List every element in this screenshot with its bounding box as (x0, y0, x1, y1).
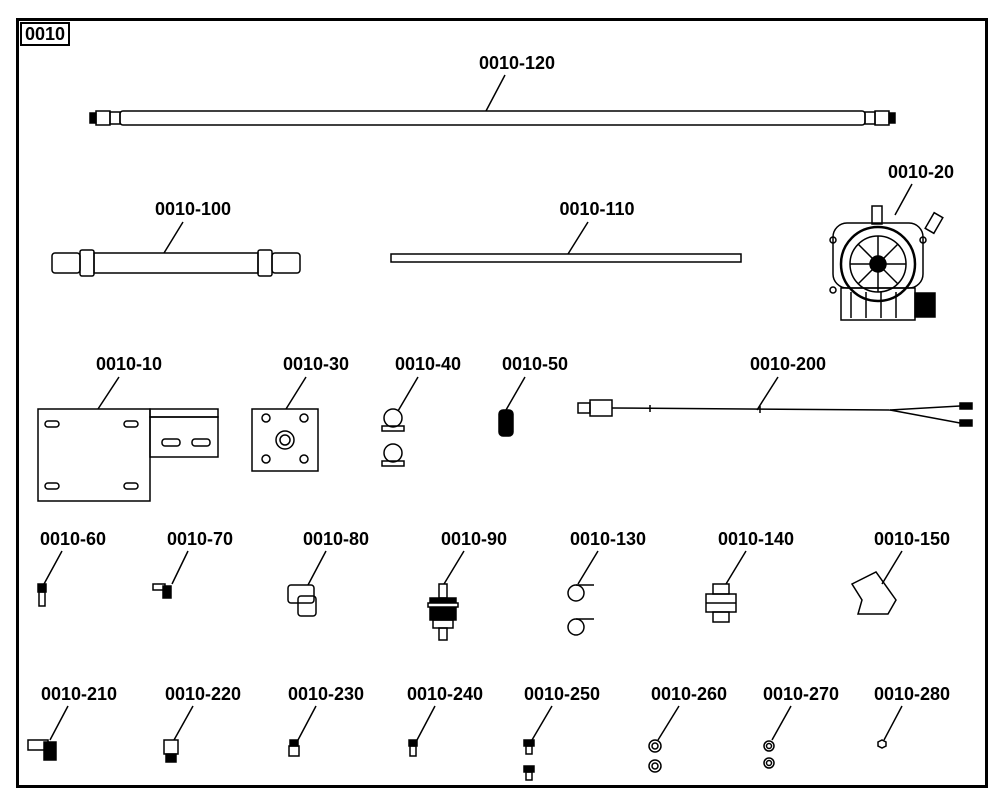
part-label: 0010-200 (750, 354, 826, 374)
leader-line (657, 705, 680, 741)
part-label: 0010-100 (155, 199, 231, 219)
part-0010-260[interactable]: 0010-260 (648, 684, 727, 773)
part-label: 0010-110 (559, 199, 634, 219)
part-label: 0010-240 (407, 684, 483, 704)
part-0010-230[interactable]: 0010-230 (288, 684, 364, 757)
leader-line (894, 183, 913, 216)
coupling-drawing (163, 739, 179, 763)
leader-line (443, 550, 465, 585)
part-0010-270[interactable]: 0010-270 (763, 684, 839, 769)
part-label: 0010-10 (96, 354, 162, 374)
part-0010-140[interactable]: 0010-140 (705, 529, 794, 623)
plate-drawing (251, 408, 319, 472)
hose-section-drawing (51, 249, 301, 277)
part-label: 0010-280 (874, 684, 950, 704)
leader-line (171, 550, 189, 585)
wiring-harness-drawing (577, 399, 973, 427)
part-0010-200[interactable]: 0010-200 (577, 354, 973, 427)
leader-line (756, 376, 779, 411)
elbow-fitting-drawing (27, 739, 57, 761)
plug-drawing (288, 739, 300, 757)
leader-line (505, 376, 526, 411)
filter-drawing (427, 583, 459, 641)
part-label: 0010-50 (502, 354, 568, 374)
leader-line (43, 550, 63, 585)
grommet-drawing (498, 409, 514, 437)
part-0010-130[interactable]: 0010-130 (567, 529, 646, 636)
leader-line (567, 221, 589, 255)
union-drawing (705, 583, 737, 623)
part-label: 0010-90 (441, 529, 507, 549)
part-0010-280[interactable]: 0010-280 (874, 684, 950, 749)
part-0010-120[interactable]: 0010-120 (89, 53, 896, 126)
leader-line (531, 705, 553, 741)
part-label: 0010-130 (570, 529, 646, 549)
nipple-drawing (408, 739, 418, 757)
part-0010-250[interactable]: 0010-250 (523, 684, 600, 781)
part-label: 0010-220 (165, 684, 241, 704)
bolt-pair-drawing (523, 739, 535, 781)
part-label: 0010-120 (479, 53, 555, 73)
part-0010-80[interactable]: 0010-80 (287, 529, 369, 617)
part-0010-60[interactable]: 0010-60 (37, 529, 106, 607)
leader-line (883, 705, 903, 741)
section-tag: 0010 (20, 22, 70, 46)
bracket-drawing (37, 408, 219, 502)
leader-line (163, 221, 184, 254)
leader-line (881, 550, 903, 585)
street-elbow-drawing (287, 584, 317, 617)
part-label: 0010-20 (888, 162, 954, 182)
part-0010-40[interactable]: 0010-40 (381, 354, 461, 467)
part-label: 0010-30 (283, 354, 349, 374)
part-0010-70[interactable]: 0010-70 (152, 529, 233, 599)
hose-clamp-drawing (381, 408, 405, 467)
leader-line (173, 705, 194, 741)
strip-drawing (390, 253, 742, 263)
elbow-fitting-drawing (152, 583, 172, 599)
part-label: 0010-70 (167, 529, 233, 549)
part-0010-10[interactable]: 0010-10 (37, 354, 219, 502)
leader-line (297, 705, 317, 741)
part-label: 0010-250 (524, 684, 600, 704)
leader-line (97, 376, 120, 410)
part-0010-30[interactable]: 0010-30 (251, 354, 349, 472)
part-0010-150[interactable]: 0010-150 (850, 529, 950, 615)
part-0010-100[interactable]: 0010-100 (51, 199, 301, 277)
part-0010-50[interactable]: 0010-50 (498, 354, 568, 437)
part-label: 0010-270 (763, 684, 839, 704)
drawing-frame (16, 18, 988, 788)
part-label: 0010-210 (41, 684, 117, 704)
part-0010-210[interactable]: 0010-210 (27, 684, 117, 761)
leader-line (577, 550, 599, 585)
washer-pair-drawing (763, 740, 775, 769)
leader-line (307, 550, 327, 586)
leader-line (285, 376, 307, 410)
hose-long-drawing (89, 110, 896, 126)
leader-line (416, 705, 436, 741)
hose-clamp-pair-drawing (567, 584, 594, 636)
part-label: 0010-260 (651, 684, 727, 704)
pump-drawing (829, 205, 944, 321)
part-0010-240[interactable]: 0010-240 (407, 684, 483, 757)
part-0010-220[interactable]: 0010-220 (163, 684, 241, 763)
nut-drawing (877, 739, 887, 749)
part-0010-110[interactable]: 0010-110 (390, 199, 742, 263)
leader-line (485, 74, 506, 112)
part-label: 0010-60 (40, 529, 106, 549)
leader-line (397, 376, 419, 412)
leader-line (49, 705, 69, 741)
leader-line (771, 705, 792, 741)
part-0010-20[interactable]: 0010-20 (829, 162, 954, 321)
part-label: 0010-40 (395, 354, 461, 374)
fitting-drawing (37, 583, 47, 607)
part-label: 0010-80 (303, 529, 369, 549)
part-label: 0010-150 (874, 529, 950, 549)
part-label: 0010-140 (718, 529, 794, 549)
part-label: 0010-230 (288, 684, 364, 704)
leader-line (725, 550, 747, 585)
elbow-45-drawing (850, 571, 897, 615)
washer-pair-drawing (648, 739, 662, 773)
part-0010-90[interactable]: 0010-90 (427, 529, 507, 641)
